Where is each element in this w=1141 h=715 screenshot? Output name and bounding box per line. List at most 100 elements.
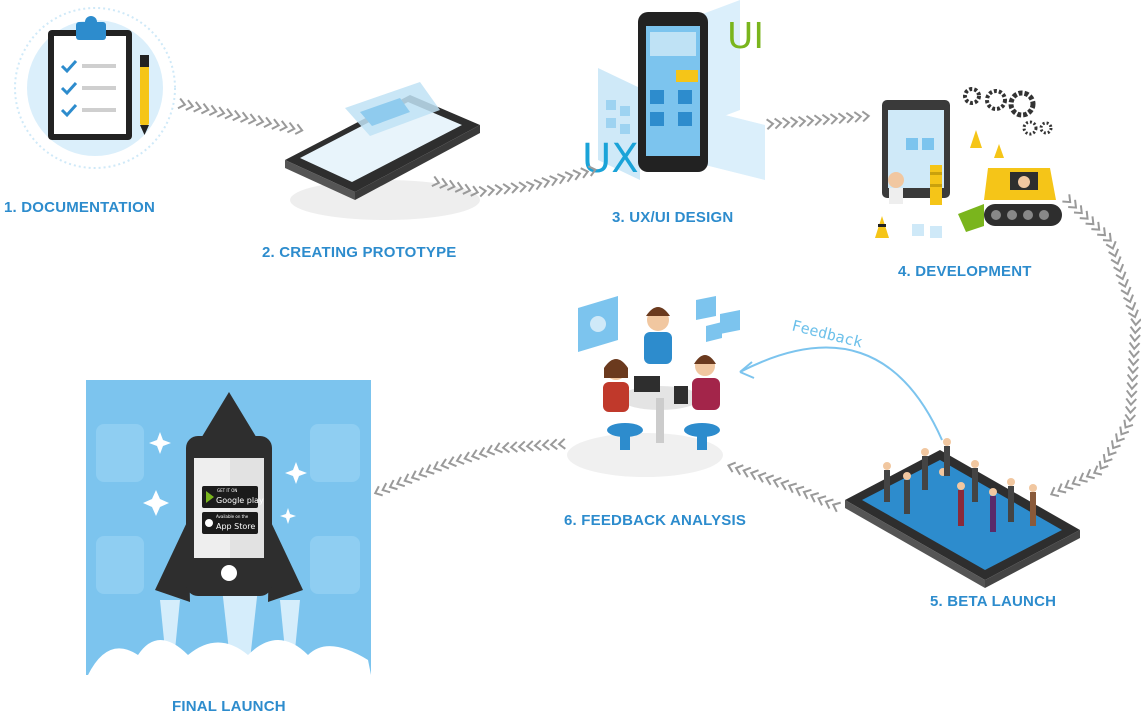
arrow-2-to-3-chevron — [580, 167, 590, 179]
arrow-4-to-5-chevron — [1085, 216, 1095, 226]
arrow-5-to-6-chevron — [772, 476, 782, 488]
arrow-2-to-3-chevron — [478, 185, 488, 198]
arrow-4-to-5-chevron — [1126, 381, 1138, 391]
arrow-4-to-5-chevron — [1128, 349, 1140, 359]
clipboard-checklist-icon — [14, 7, 176, 169]
arrow-1-to-2-chevron — [247, 113, 257, 125]
arrow-4-to-5-chevron — [1126, 373, 1139, 383]
arrow-4-to-5-chevron — [1130, 318, 1141, 327]
arrow-4-to-5-chevron — [1110, 256, 1122, 266]
arrow-2-to-3-chevron — [510, 182, 520, 194]
arrow-5-to-6-chevron — [809, 492, 820, 503]
step-2-label: 2. CREATING PROTOTYPE — [262, 244, 457, 261]
arrow-2-to-3-chevron — [486, 184, 496, 197]
arrow-4-to-5-chevron — [1124, 413, 1136, 423]
arrow-5-to-6-chevron — [780, 479, 790, 491]
arrow-1-to-2-chevron — [193, 101, 203, 113]
arrow-3-to-4-chevron — [845, 111, 855, 124]
arrow-4-to-5-chevron — [1106, 447, 1117, 457]
arrow-3-to-4-chevron — [774, 117, 783, 130]
arrow-4-to-5-chevron — [1064, 479, 1074, 490]
arrow-1-to-2-chevron — [185, 99, 195, 111]
arrow-3-to-4-chevron — [797, 115, 807, 128]
arrow-1-to-2-chevron — [224, 108, 234, 120]
google-play-badge: GET IT ON Google play — [202, 486, 264, 508]
arrow-4-to-5-chevron — [1110, 440, 1121, 450]
arrow-3-to-4-chevron — [861, 110, 871, 123]
arrow-4-to-5-chevron — [1115, 433, 1125, 443]
arrow-5-to-6-chevron — [757, 471, 767, 483]
arrow-3-to-4-chevron — [829, 113, 839, 125]
arrow-2-to-3-chevron — [494, 184, 504, 196]
arrow-6-to-7-chevron — [447, 456, 457, 468]
arrow-6-to-7-chevron — [455, 453, 465, 465]
arrow-4-to-5-chevron — [1049, 486, 1060, 498]
arrow-6-to-7-chevron — [525, 440, 535, 452]
arrow-4-to-5-chevron — [1079, 210, 1089, 220]
arrow-4-to-5-chevron — [1127, 365, 1139, 375]
arrow-4-to-5-chevron — [1092, 465, 1103, 476]
arrow-4-to-5-chevron — [1105, 240, 1117, 251]
arrow-1-to-2-chevron — [271, 118, 281, 130]
arrow-4-to-5-chevron — [1127, 309, 1139, 319]
arrow-4-to-5-chevron — [1123, 419, 1134, 429]
arrow-4-to-5-chevron — [1068, 199, 1078, 209]
apple-badge-text: App Store — [216, 522, 255, 531]
google-badge-small-text: GET IT ON — [217, 488, 237, 493]
arrow-3-to-4-chevron — [766, 118, 775, 130]
arrow-6-to-7-chevron — [440, 458, 450, 470]
google-badge-text: Google play — [216, 496, 264, 505]
app-store-badge: Available on the App Store — [202, 512, 258, 534]
arrow-6-to-7-chevron — [557, 438, 566, 450]
arrow-1-to-2-chevron — [208, 104, 218, 117]
arrow-5-to-6-chevron — [831, 501, 842, 513]
feedback-curve-arrow — [739, 346, 943, 441]
arrow-2-to-3-chevron — [572, 169, 582, 181]
arrow-5-to-6-chevron — [726, 461, 737, 473]
arrow-1-to-2-chevron — [279, 120, 289, 132]
arrow-4-to-5-chevron — [1125, 389, 1138, 399]
arrow-6-to-7-chevron — [388, 479, 398, 491]
arrow-1-to-2-chevron — [200, 103, 210, 115]
arrow-1-to-2-chevron — [240, 111, 249, 123]
arrow-5-to-6-chevron — [734, 464, 744, 476]
arrow-6-to-7-chevron — [381, 482, 391, 494]
arrow-6-to-7-chevron — [373, 485, 383, 497]
arrow-4-to-5-chevron — [1078, 472, 1088, 483]
step-4-label: 4. DEVELOPMENT — [898, 263, 1032, 280]
arrow-6-to-7-chevron — [410, 470, 420, 481]
arrow-2-to-3-chevron — [502, 183, 512, 195]
step-3-label: 3. UX/UI DESIGN — [612, 209, 734, 226]
arrow-6-to-7-chevron — [403, 473, 413, 485]
arrow-2-to-3-chevron — [556, 173, 566, 185]
arrow-5-to-6-chevron — [749, 469, 759, 481]
arrow-4-to-5-chevron — [1091, 221, 1101, 231]
flow-chevrons — [177, 97, 1141, 513]
arrow-6-to-7-chevron — [517, 440, 527, 453]
arrow-2-to-3-chevron — [533, 178, 543, 191]
arrow-6-to-7-chevron — [418, 467, 428, 478]
step-7-label: FINAL LAUNCH — [172, 698, 286, 715]
arrow-4-to-5-chevron — [1129, 333, 1141, 343]
arrow-5-to-6-chevron — [795, 485, 805, 497]
arrow-4-to-5-chevron — [1125, 397, 1137, 407]
arrow-4-to-5-chevron — [1085, 468, 1095, 480]
step-1-label: 1. DOCUMENTATION — [4, 199, 155, 216]
arrow-6-to-7-chevron — [478, 446, 488, 458]
arrow-4-to-5-chevron — [1120, 286, 1132, 296]
arrow-2-to-3-chevron — [564, 171, 574, 183]
arrow-2-to-3-chevron — [518, 181, 528, 193]
arrow-1-to-2-chevron — [216, 106, 226, 118]
arrow-3-to-4-chevron — [813, 114, 823, 127]
arrow-5-to-6-chevron — [787, 482, 798, 494]
rocket-phone-icon: GET IT ON Google play Available on the A… — [86, 380, 371, 675]
arrow-2-to-3-chevron — [541, 176, 551, 189]
arrow-2-to-3-chevron — [446, 179, 456, 191]
arrow-6-to-7-chevron — [395, 476, 406, 488]
ui-tag: UI — [727, 16, 764, 57]
arrow-1-to-2-chevron — [232, 109, 242, 122]
arrow-4-to-5-chevron — [1108, 248, 1120, 258]
arrow-1-to-2-chevron — [177, 97, 187, 110]
arrow-4-to-5-chevron — [1127, 357, 1140, 367]
